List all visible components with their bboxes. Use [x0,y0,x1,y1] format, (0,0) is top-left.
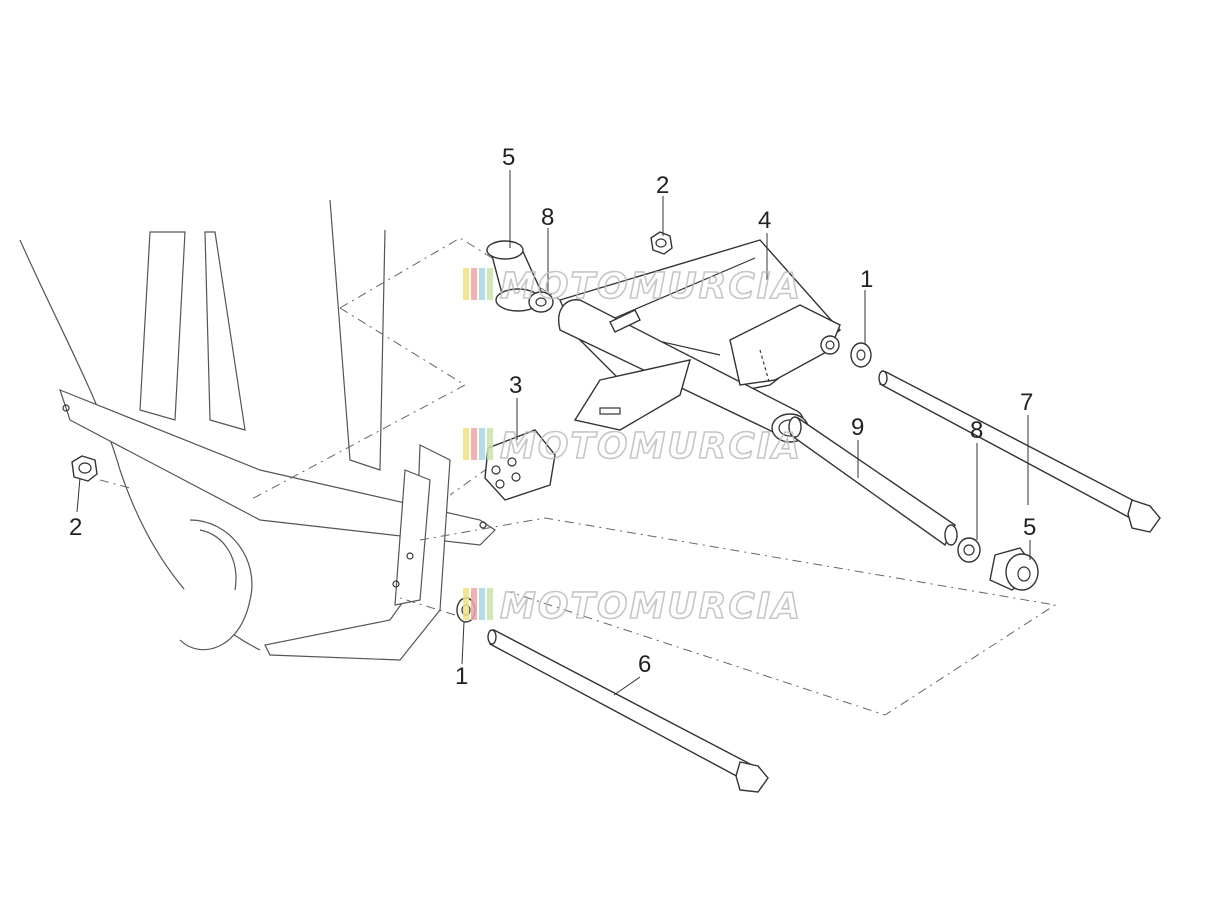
spacer-tube [788,416,958,547]
washer-right [850,342,872,368]
long-bolt-right [878,370,1161,533]
long-bolt-bottom [487,628,769,793]
leader-lines [76,170,1031,696]
callout-8-right: 8 [970,417,983,444]
svg-text:MOTOMURCIA: MOTOMURCIA [500,586,802,627]
nut-top [650,231,673,255]
washer-right-lower [957,537,981,563]
callout-7: 7 [1020,389,1033,416]
watermark-logo-top: MOTOMURCIA [463,265,802,308]
callout-8-top: 8 [541,204,554,231]
callout-1-bottom: 1 [455,663,468,690]
callout-5-right: 5 [1023,514,1036,541]
watermark-logo-middle: MOTOMURCIA [463,425,802,468]
callout-1-top: 1 [860,266,873,293]
nut-left [71,455,98,482]
watermark-logo-bottom: MOTOMURCIA [463,585,802,628]
callout-6: 6 [638,651,651,678]
washer-top [528,291,554,313]
svg-text:MOTOMURCIA: MOTOMURCIA [500,426,802,467]
callout-9: 9 [851,414,864,441]
callout-2-top: 2 [656,172,669,199]
swing-arm [558,239,842,443]
svg-text:MOTOMURCIA: MOTOMURCIA [500,266,802,307]
callout-5-top: 5 [502,144,515,171]
callout-numbers: 5 8 2 4 1 3 7 9 8 5 2 6 1 [69,144,1036,690]
bushing-right [989,547,1039,591]
callout-3: 3 [509,372,522,399]
bumper-block [484,429,556,501]
callout-4: 4 [758,207,771,234]
scooter-frame [19,199,496,661]
callout-2-left: 2 [69,514,82,541]
